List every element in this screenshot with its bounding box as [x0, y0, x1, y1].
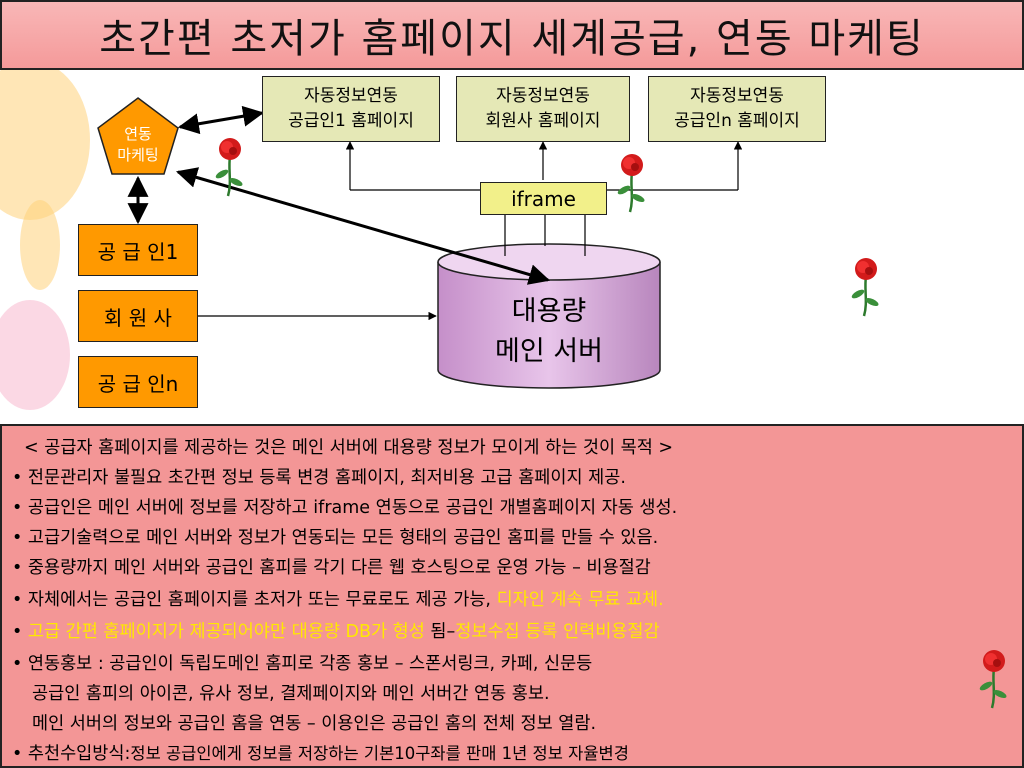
bullet-7-line-3: 메인 서버의 정보와 공급인 홈을 연동 – 이용인은 공급인 홈의 전체 정보…	[32, 714, 597, 734]
diagram-canvas	[97, 97, 743, 389]
page-title: 초간편 초저가 홈페이지 세계공급, 연동 마케팅	[99, 16, 925, 62]
rose-icon	[617, 154, 645, 213]
bullet-5-highlight: 디자인 계속 무료 교체.	[496, 590, 664, 610]
server-cylinder-top	[437, 243, 661, 281]
bullet-2: • 공급인은 메인 서버에 정보를 저장하고 iframe 연동으로 공급인 개…	[12, 498, 678, 518]
pentagon-label: 연동 마케팅	[117, 125, 159, 164]
rose-icon	[215, 138, 243, 197]
rose-icon	[979, 650, 1007, 709]
server-cylinder	[437, 262, 661, 389]
rose-icon	[851, 258, 879, 317]
bullet-1: • 전문관리자 불필요 초간편 정보 등록 변경 홈페이지, 최저비용 고급 홈…	[12, 468, 626, 488]
server-label: 대용량 메인 서버	[495, 296, 603, 367]
bullet-3: • 고급기술력으로 메인 서버와 정보가 연동되는 모든 형태의 공급인 홈피를…	[12, 528, 659, 548]
pentagon-shape	[97, 97, 179, 175]
page-title-bar: 초간편 초저가 홈페이지 세계공급, 연동 마케팅	[0, 0, 1024, 70]
bullet-7-line-2: 공급인 홈피의 아이콘, 유사 정보, 결제페이지와 메인 서버간 연동 홍보.	[32, 684, 550, 704]
bullet-6-highlight-1: 고급 간편 홈페이지가 제공되어야만 대용량 DB가 형성	[27, 622, 425, 642]
notes-panel: < 공급자 홈페이지를 제공하는 것은 메인 서버에 대용량 정보가 모이게 하…	[0, 424, 1024, 768]
bullet-6-highlight-2: 정보수집 등록 인력비용절감	[455, 622, 660, 642]
supplierN-box: 공 급 인n	[78, 356, 198, 408]
bullet-4: • 중용량까지 메인 서버와 공급인 홈피를 각기 다른 웹 호스팅으로 운영 …	[12, 558, 651, 578]
bullet-6: • 고급 간편 홈페이지가 제공되어야만 대용량 DB가 형성 됨–정보수집 등…	[12, 622, 660, 642]
supplier1-box: 공 급 인1	[78, 224, 198, 276]
iframe-box: iframe	[480, 182, 607, 215]
bullet-8: • 추천수입방식:정보 공급인에게 정보를 저장하는 기본10구좌를 판매 1년…	[12, 744, 629, 764]
member-box: 회 원 사	[78, 290, 198, 342]
decor-pink-blob	[0, 300, 70, 410]
bullet-7: • 연동홍보 : 공급인이 독립도메인 홈피로 각종 홍보 – 스폰서링크, 카…	[12, 654, 593, 674]
notes-heading: < 공급자 홈페이지를 제공하는 것은 메인 서버에 대용량 정보가 모이게 하…	[24, 438, 674, 458]
decor-yellow-blob	[20, 200, 60, 290]
bullet-5: • 자체에서는 공급인 홈페이지를 초저가 또는 무료로도 제공 가능, 디자인…	[12, 590, 664, 610]
